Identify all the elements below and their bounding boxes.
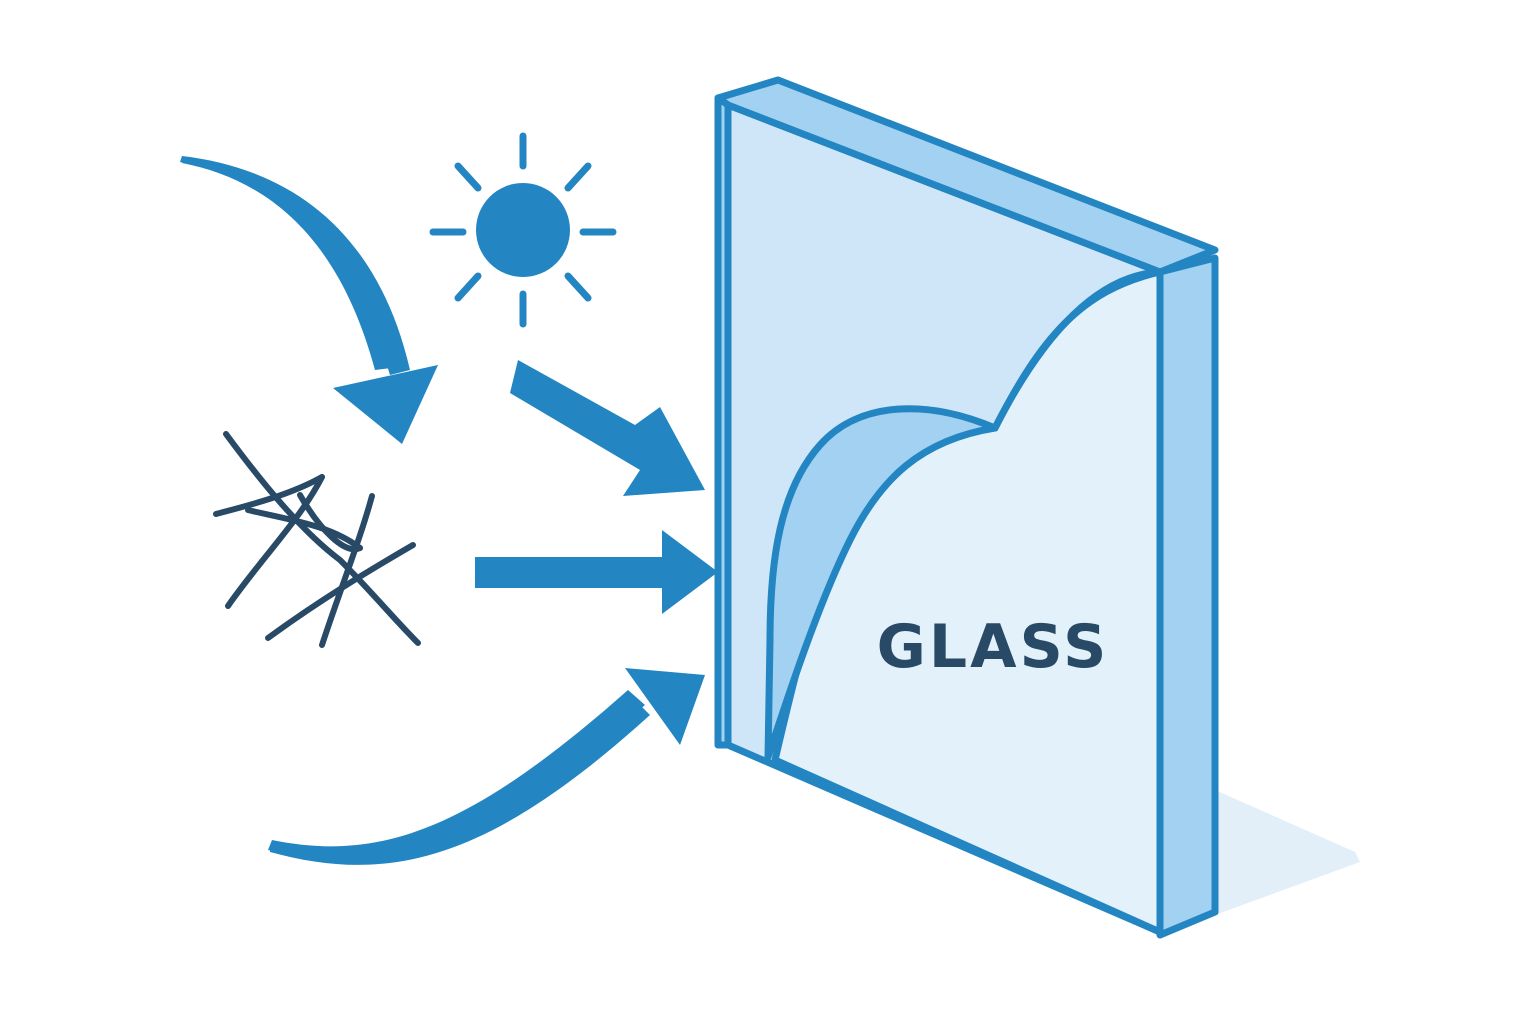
sun-icon [429,132,617,328]
curved-arrow-down-icon [180,156,438,444]
peeling-film-icon [764,268,1164,936]
glass-label: GLASS [877,612,1110,682]
film-curl-top-edge [991,268,1164,432]
glass-side-edge [1156,254,1219,939]
curved-arrow-up-icon [268,668,705,865]
film-curl [764,405,999,761]
diagonal-arrow-icon [510,360,705,496]
glass-shadow [1215,790,1360,915]
glass-left-edge [714,94,732,749]
straight-arrow-right-icon [475,530,718,614]
scratch-mark-icon [213,431,421,648]
